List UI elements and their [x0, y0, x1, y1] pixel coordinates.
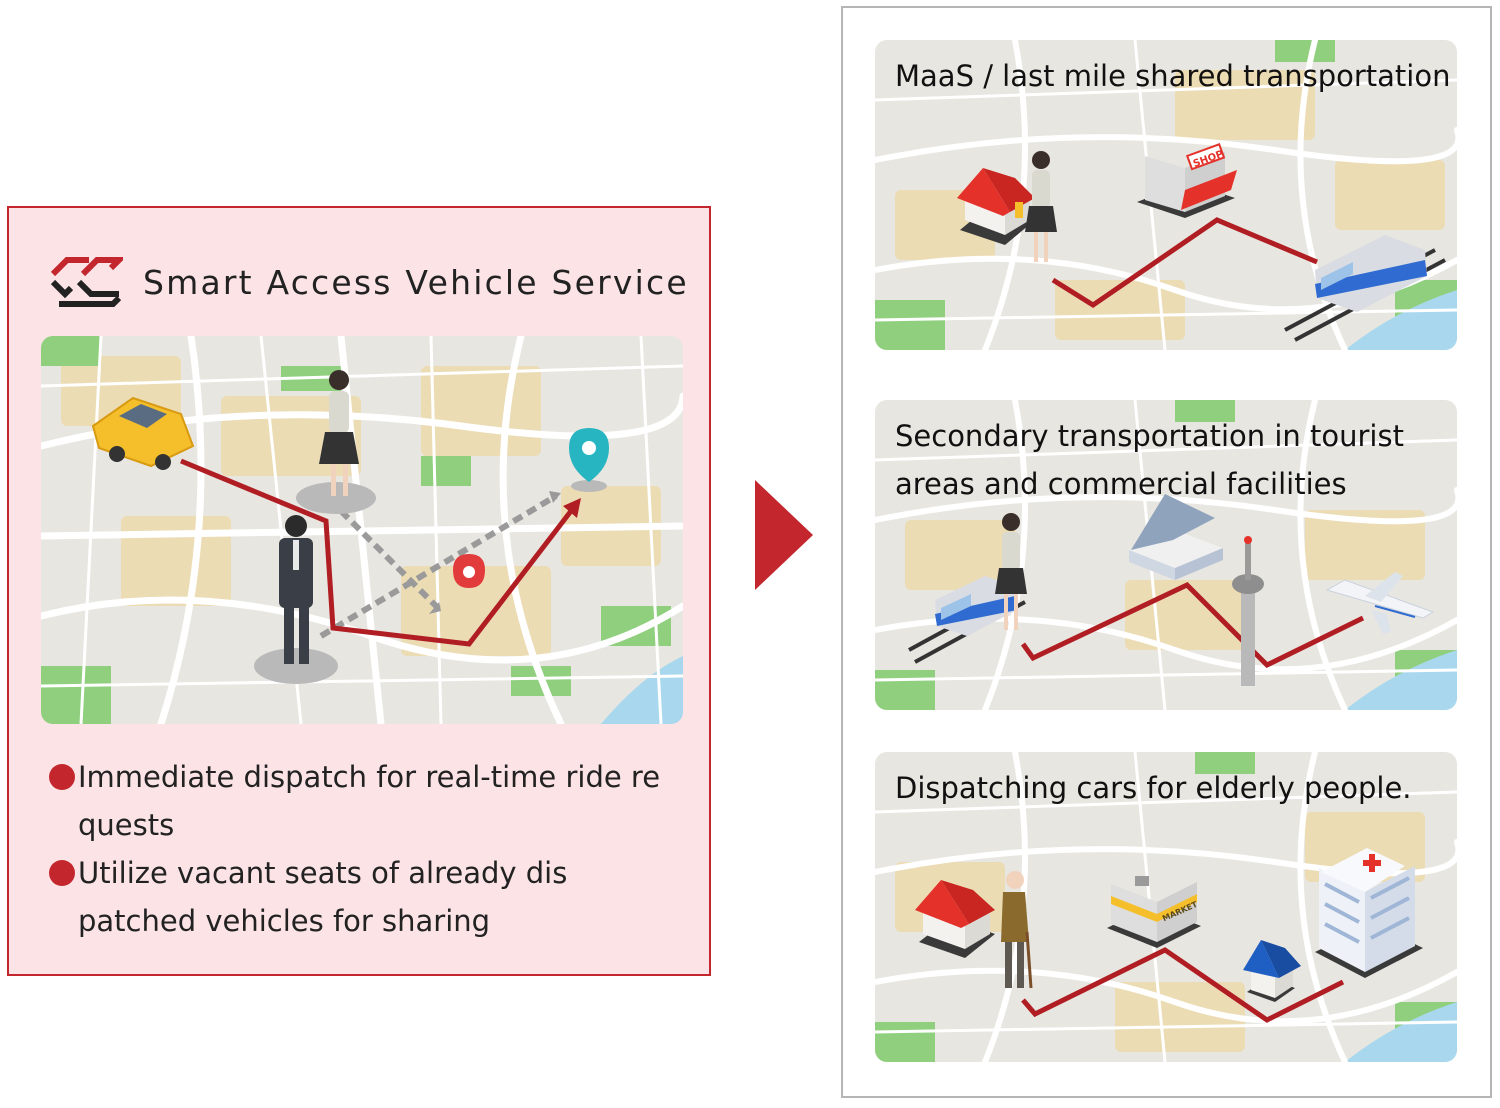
use-case-panel-tourism: Secondary transportation in tourist area…	[875, 400, 1457, 710]
dispatch-map-illustration	[41, 336, 683, 724]
tower-icon	[1232, 536, 1264, 686]
woman-passenger-icon	[319, 370, 359, 496]
panel-title: MaaS / last mile shared transportation	[895, 59, 1451, 93]
use-cases-box: SHOP MaaS / last mile shared transportat…	[841, 6, 1492, 1098]
taxi-icon	[91, 396, 195, 470]
use-case-panel-elderly: MARKET Dispatchin	[875, 752, 1457, 1062]
market-icon: MARKET	[1107, 876, 1201, 948]
feature-text: Utilize vacant seats of already dis patc…	[78, 856, 568, 938]
hospital-icon	[1315, 848, 1423, 978]
train-icon	[1284, 235, 1446, 342]
red-pin-icon	[453, 554, 485, 588]
businessman-icon	[279, 515, 313, 664]
feature-list: Immediate dispatch for real-time ride re…	[49, 753, 689, 945]
bullet-dot-icon	[49, 860, 75, 886]
panel-title: Dispatching cars for elderly people.	[895, 771, 1412, 805]
feature-item: Utilize vacant seats of already dis patc…	[49, 849, 689, 945]
man-shadow	[254, 648, 338, 684]
brand-header: Smart Access Vehicle Service	[49, 256, 689, 308]
shop-icon: SHOP	[1137, 143, 1237, 218]
service-box: Smart Access Vehicle Service	[7, 206, 711, 976]
brand-name: Smart Access Vehicle Service	[143, 262, 689, 302]
building-icon	[1129, 494, 1223, 580]
sav-logo-icon	[50, 257, 123, 307]
woman-shadow	[296, 482, 376, 514]
feature-text: Immediate dispatch for real-time ride re…	[78, 760, 661, 842]
elderly-person-icon	[1001, 871, 1033, 989]
airplane-icon	[1325, 572, 1435, 634]
woman-passenger-icon	[995, 513, 1027, 630]
use-case-panel-maas: SHOP MaaS / last mile shared transportat…	[875, 40, 1457, 350]
panel-title: Secondary transportation in tourist area…	[895, 419, 1404, 501]
bullet-dot-icon	[49, 764, 75, 790]
woman-passenger-icon	[1025, 151, 1057, 262]
house-icon	[915, 880, 995, 958]
teal-pin-icon	[569, 428, 609, 492]
feature-item: Immediate dispatch for real-time ride re…	[49, 753, 689, 849]
right-arrow-icon	[755, 480, 813, 590]
house-icon	[957, 168, 1035, 245]
blue-house-icon	[1243, 940, 1301, 1002]
